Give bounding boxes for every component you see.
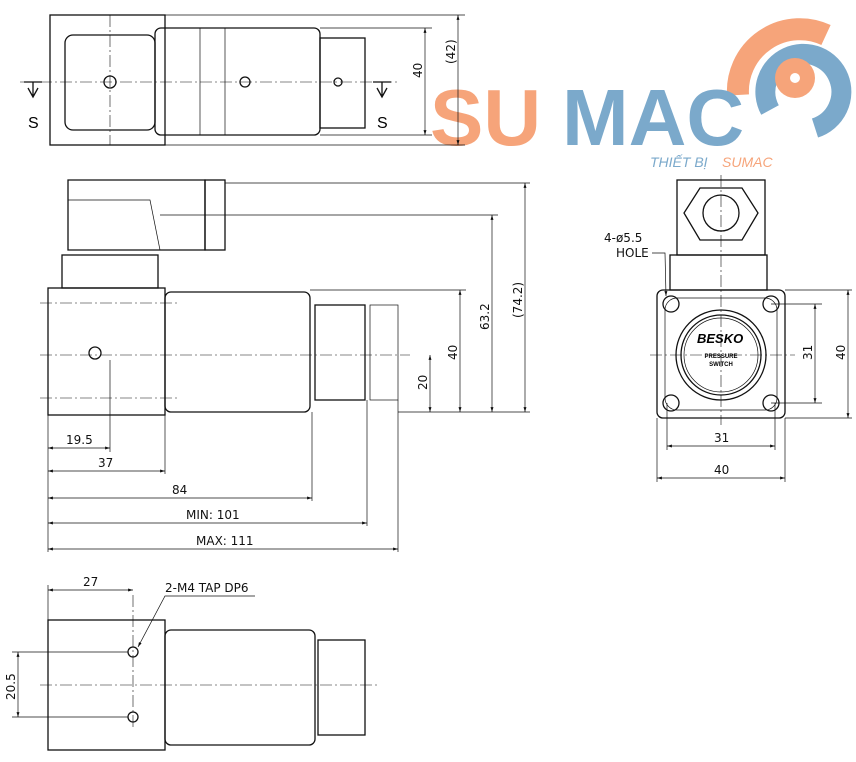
section-arrow-right-icon xyxy=(373,81,391,99)
end-view: BESKO PRESSURE SWITCH 4-ø5.5 HOLE 31 40 … xyxy=(604,175,852,482)
dim-84: 84 xyxy=(172,483,187,497)
dim-end-h-31: 31 xyxy=(714,431,729,445)
dim-37: 37 xyxy=(98,456,113,470)
sumac-logo: SU MAC THIẾT BỊ SUMAC xyxy=(430,18,852,170)
dim-63-2: 63.2 xyxy=(478,303,492,330)
besko-brand: BESKO xyxy=(697,331,743,346)
top-view: 40 (42) S S xyxy=(20,14,465,146)
logo-text-su: SU xyxy=(430,73,541,162)
dim-top-40: 40 xyxy=(411,63,425,78)
dim-40: 40 xyxy=(446,345,460,360)
dim-min-101: MIN: 101 xyxy=(186,508,240,522)
logo-tagline-1: THIẾT BỊ xyxy=(650,153,708,170)
dim-end-v-40: 40 xyxy=(834,345,848,360)
label-pressure: PRESSURE xyxy=(704,354,737,360)
side-view: 20 40 63.2 (74.2) 19.5 37 84 MIN: 101 MA… xyxy=(40,179,530,552)
dim-end-h-40: 40 xyxy=(714,463,729,477)
dim-end-v-31: 31 xyxy=(801,345,815,360)
label-switch: SWITCH xyxy=(709,362,733,368)
section-label-right: S xyxy=(377,115,388,132)
dim-max-111: MAX: 111 xyxy=(196,534,254,548)
hole-note-1: 4-ø5.5 xyxy=(604,231,642,245)
bottom-view: 27 2-M4 TAP DP6 20.5 xyxy=(4,575,380,751)
logo-tagline-2: SUMAC xyxy=(722,154,773,170)
logo-text-mac: MAC xyxy=(562,73,744,162)
section-label-left: S xyxy=(28,115,39,132)
section-arrow-left-icon xyxy=(24,81,42,99)
dim-20: 20 xyxy=(416,375,430,390)
dim-19-5: 19.5 xyxy=(66,433,93,447)
dim-27: 27 xyxy=(83,575,98,589)
dim-top-42: (42) xyxy=(444,39,458,64)
tap-note: 2-M4 TAP DP6 xyxy=(165,581,249,595)
dim-20-5: 20.5 xyxy=(4,673,18,700)
hole-note-2: HOLE xyxy=(616,246,649,260)
dim-74-2: (74.2) xyxy=(511,282,525,318)
